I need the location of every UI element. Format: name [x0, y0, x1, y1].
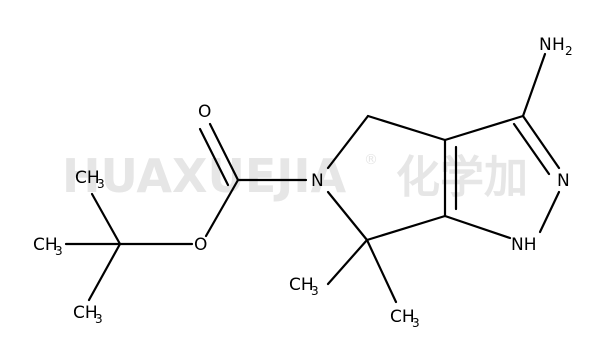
- watermark-registered: ®: [364, 152, 378, 168]
- watermark-chinese: 化学加: [396, 152, 528, 203]
- bond-ch2-c3a: [366, 114, 447, 142]
- pyrazole-nh-label: NH: [511, 235, 537, 255]
- atom-labels: N H 2 N NH N O O CH 3 CH 3 CH 3 CH 3 CH …: [33, 35, 573, 330]
- bond-carbonyl-o-double: [198, 127, 230, 187]
- gem-methyl-2-subscript: 3: [412, 316, 420, 330]
- ester-o-label: O: [194, 235, 207, 255]
- bond-cq-me-bottom: [87, 242, 122, 302]
- amine-h-label: H: [552, 35, 565, 55]
- amine-subscript: 2: [565, 44, 573, 58]
- methyl-top-subscript: 3: [97, 177, 105, 191]
- methyl-top-label: CH: [75, 168, 100, 188]
- gem-methyl-1-label: CH: [289, 275, 314, 295]
- bond-c3-n2: [521, 114, 561, 170]
- carbonyl-o-label: O: [198, 102, 211, 122]
- bonds: [64, 52, 561, 304]
- watermark: HUAXUEJIA ® 化学加: [62, 149, 528, 203]
- bond-n5-c6: [326, 190, 369, 242]
- bond-cq-me-top: [90, 192, 122, 246]
- bond-c6-me1: [326, 238, 369, 286]
- methyl-left-subscript: 3: [55, 244, 63, 258]
- bond-c6-me2: [365, 238, 398, 304]
- methyl-left-label: CH: [33, 235, 58, 255]
- bond-c3-n2-double: [512, 122, 551, 176]
- methyl-bottom-subscript: 3: [95, 312, 103, 326]
- bond-n2-n1: [538, 190, 561, 234]
- bond-c3a-c3: [443, 114, 525, 142]
- pyrazole-n-label: N: [557, 171, 570, 191]
- bond-carbonyl-oester: [204, 178, 240, 238]
- gem-methyl-2-label: CH: [390, 307, 415, 327]
- bond-c3-nh2: [521, 52, 547, 118]
- pyrrolidine-n-label: N: [311, 171, 324, 191]
- methyl-bottom-label: CH: [73, 303, 98, 323]
- bond-carbonyl-o: [208, 122, 240, 182]
- gem-methyl-1-subscript: 3: [311, 284, 319, 298]
- bond-c6-c6a: [365, 214, 447, 242]
- bond-ch2-n5: [326, 114, 370, 170]
- amine-n-label: N: [539, 35, 552, 55]
- bond-n1-c6a: [443, 214, 512, 240]
- watermark-latin: HUAXUEJIA: [62, 149, 347, 203]
